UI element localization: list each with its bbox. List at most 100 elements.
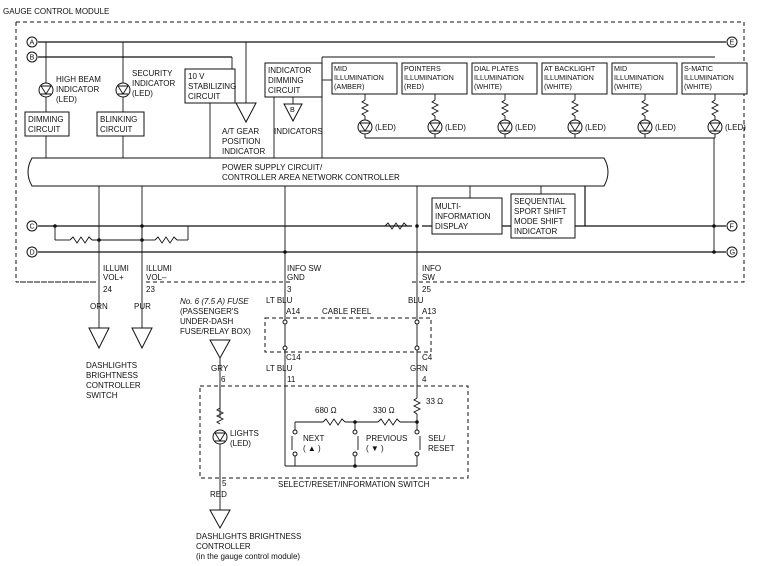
illumination-1-label-2: ILLUMINATION — [334, 73, 384, 82]
illumination-1-led: (LED) — [375, 123, 396, 132]
g-junction — [712, 250, 716, 254]
node-d: D — [26, 246, 38, 258]
svg-text:BLINKING: BLINKING — [100, 115, 137, 124]
svg-text:UNDER-DASH: UNDER-DASH — [180, 317, 234, 326]
reel-c14: C14 — [286, 353, 301, 362]
svg-text:DISPLAY: DISPLAY — [435, 222, 469, 231]
dashlights-switch-symbol: DASHLIGHTS BRIGHTNESS CONTROLLER SWITCH — [86, 282, 153, 400]
svg-text:POWER SUPPLY CIRCUIT/: POWER SUPPLY CIRCUIT/ — [222, 163, 323, 172]
blinking-circuit-box: BLINKING CIRCUIT — [96, 111, 145, 158]
node-f: F — [726, 220, 738, 232]
illumination-wiring — [321, 56, 715, 158]
svg-text:CIRCUIT: CIRCUIT — [268, 86, 301, 95]
sel-label: SEL/ — [428, 434, 446, 443]
svg-text:BLU: BLU — [408, 296, 424, 305]
svg-text:SEQUENTIAL: SEQUENTIAL — [514, 197, 565, 206]
svg-text:CIRCUIT: CIRCUIT — [100, 125, 133, 134]
diagram-title: GAUGE CONTROL MODULE — [3, 7, 109, 16]
pin-illumi-plus: ILLUMI VOL+ 24 ORN — [90, 264, 129, 311]
pin-info-gnd: INFO SW GND 3 LT BLU — [266, 264, 322, 305]
svg-text:330 Ω: 330 Ω — [373, 406, 395, 415]
fuse-no6: No. 6 (7.5 A) FUSE (PASSENGER'S UNDER-DA… — [180, 297, 251, 418]
next-label: NEXT — [303, 434, 324, 443]
pin-11: 11 — [287, 375, 296, 384]
svg-text:DASHLIGHTS: DASHLIGHTS — [86, 361, 137, 370]
previous-arrow: ( ▼ ) — [366, 444, 384, 453]
illumination-4-label-3: (WHITE) — [544, 82, 572, 91]
svg-text:24: 24 — [103, 285, 112, 294]
svg-text:CABLE REEL: CABLE REEL — [322, 307, 372, 316]
illumination-6-label-1: S-MATIC — [684, 64, 713, 73]
svg-text:A/T GEAR: A/T GEAR — [222, 127, 259, 136]
high-beam-label-3: (LED) — [56, 95, 77, 104]
svg-text:DASHLIGHTS BRIGHTNESS: DASHLIGHTS BRIGHTNESS — [196, 532, 301, 541]
reset-label: RESET — [428, 444, 455, 453]
illumination-3-led: (LED) — [515, 123, 536, 132]
illumination-2-led: (LED) — [445, 123, 466, 132]
reel-a13: A13 — [422, 307, 437, 316]
d-junction-gnd — [283, 250, 287, 254]
illumination-4-label-1: AT BACKLIGHT — [544, 64, 596, 73]
svg-text:23: 23 — [146, 285, 155, 294]
svg-text:INFO: INFO — [422, 264, 441, 273]
svg-text:CONTROLLER: CONTROLLER — [196, 542, 251, 551]
multi-info-display: MULTI- INFORMATION DISPLAY — [431, 186, 503, 235]
svg-text:INDICATOR: INDICATOR — [222, 147, 265, 156]
svg-text:GND: GND — [287, 273, 305, 282]
svg-text:POSITION: POSITION — [222, 137, 260, 146]
svg-text:MODE SHIFT: MODE SHIFT — [514, 217, 563, 226]
illumination-row: MIDILLUMINATION(AMBER)(LED)POINTERSILLUM… — [321, 56, 748, 158]
svg-text:VOL–: VOL– — [146, 273, 167, 282]
at-gear-indicator: A/T GEAR POSITION INDICATOR — [222, 42, 265, 156]
illumination-1-label-3: (AMBER) — [334, 82, 364, 91]
illumination-1-label-1: MID — [334, 64, 347, 73]
svg-text:(PASSENGER'S: (PASSENGER'S — [180, 307, 239, 316]
power-supply-bar: POWER SUPPLY CIRCUIT/ CONTROLLER AREA NE… — [27, 157, 609, 187]
svg-text:BRIGHTNESS: BRIGHTNESS — [86, 371, 138, 380]
svg-text:INFORMATION: INFORMATION — [435, 212, 491, 221]
module-boundary — [16, 21, 745, 283]
svg-text:MULTI-: MULTI- — [435, 202, 461, 211]
pin-4: 4 — [422, 375, 427, 384]
high-beam-label-2: INDICATOR — [56, 85, 99, 94]
security-label-3: (LED) — [132, 89, 153, 98]
svg-text:B: B — [30, 53, 35, 62]
cable-reel: CABLE REEL A14 A13 C14 C4 LT BLU GRN 11 … — [264, 282, 437, 386]
next-arrow: ( ▲ ) — [303, 444, 321, 453]
node-g: G — [726, 246, 738, 258]
svg-text:PUR: PUR — [134, 302, 151, 311]
svg-text:INFO SW: INFO SW — [287, 264, 322, 273]
dashlights-controller: DASHLIGHTS BRIGHTNESS CONTROLLER (in the… — [196, 532, 301, 561]
dimming-circuit-box: DIMMING CIRCUIT — [24, 111, 70, 158]
high-beam-label-1: HIGH BEAM — [56, 75, 101, 84]
svg-text:STABILIZING: STABILIZING — [188, 82, 236, 91]
svg-text:(in the gauge control module): (in the gauge control module) — [196, 552, 300, 561]
f-junction — [712, 224, 716, 228]
red-wire-label: RED — [210, 490, 227, 499]
illumination-6-label-3: (WHITE) — [684, 82, 712, 91]
illumination-4-label-2: ILLUMINATION — [544, 73, 594, 82]
node-e: E — [726, 36, 738, 48]
node-a: A — [26, 36, 38, 48]
svg-text:25: 25 — [422, 285, 431, 294]
pin-5: 5 — [222, 479, 227, 488]
security-indicator: SECURITY INDICATOR (LED) — [115, 57, 175, 112]
illumination-6-label-2: ILLUMINATION — [684, 73, 734, 82]
illumination-3-label-1: DIAL PLATES — [474, 64, 519, 73]
illumination-5-led: (LED) — [655, 123, 676, 132]
illumination-5-label-3: (WHITE) — [614, 82, 642, 91]
security-label-2: INDICATOR — [132, 79, 175, 88]
illumination-5-label-2: ILLUMINATION — [614, 73, 664, 82]
svg-text:G: G — [730, 248, 736, 257]
svg-text:C: C — [30, 222, 35, 231]
reel-a14: A14 — [286, 307, 301, 316]
svg-text:CONTROLLER AREA NETWORK CONTRO: CONTROLLER AREA NETWORK CONTROLLER — [222, 173, 400, 182]
svg-text:LIGHTS: LIGHTS — [230, 429, 259, 438]
svg-text:ILLUMI: ILLUMI — [103, 264, 129, 273]
svg-text:D: D — [30, 248, 35, 257]
illumination-3-label-3: (WHITE) — [474, 82, 502, 91]
